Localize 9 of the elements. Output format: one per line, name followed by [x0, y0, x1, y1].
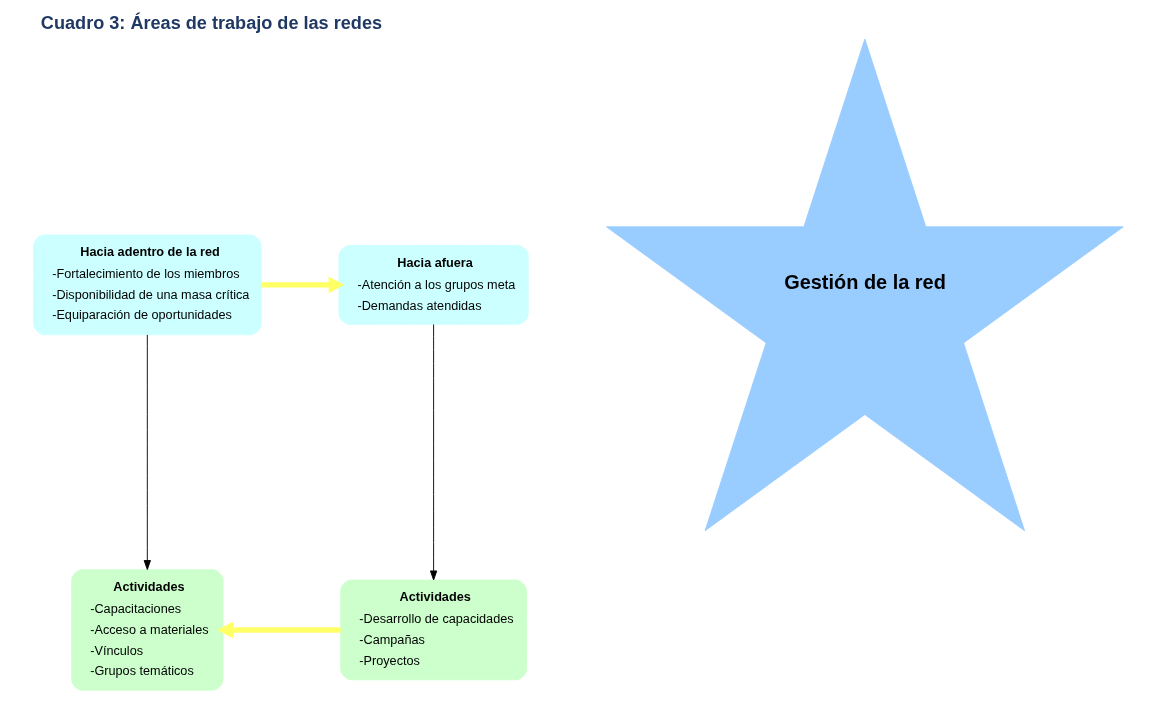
- node-box: Hacia afuera -Atención a los grupos meta -Demandas atendidas: [338, 245, 529, 325]
- node-box: Actividades -Capacitaciones -Acceso a materiales -Vínculos -Grupos temáticos: [71, 569, 224, 691]
- node-box: Actividades -Desarrollo de capacidades -Campañas -Proyectos: [340, 579, 527, 681]
- arrow: [261, 276, 345, 294]
- arrow: [143, 334, 151, 571]
- diagram-title: Cuadro 3: Áreas de trabajo de las redes: [40, 13, 383, 34]
- node-box: Hacia adentro de la red -Fortalecimiento de los miembros -Disponibilidad de una masa crítica -Equiparación de oportunidades: [33, 234, 262, 336]
- arrow: [429, 324, 438, 581]
- arrow: [217, 621, 341, 639]
